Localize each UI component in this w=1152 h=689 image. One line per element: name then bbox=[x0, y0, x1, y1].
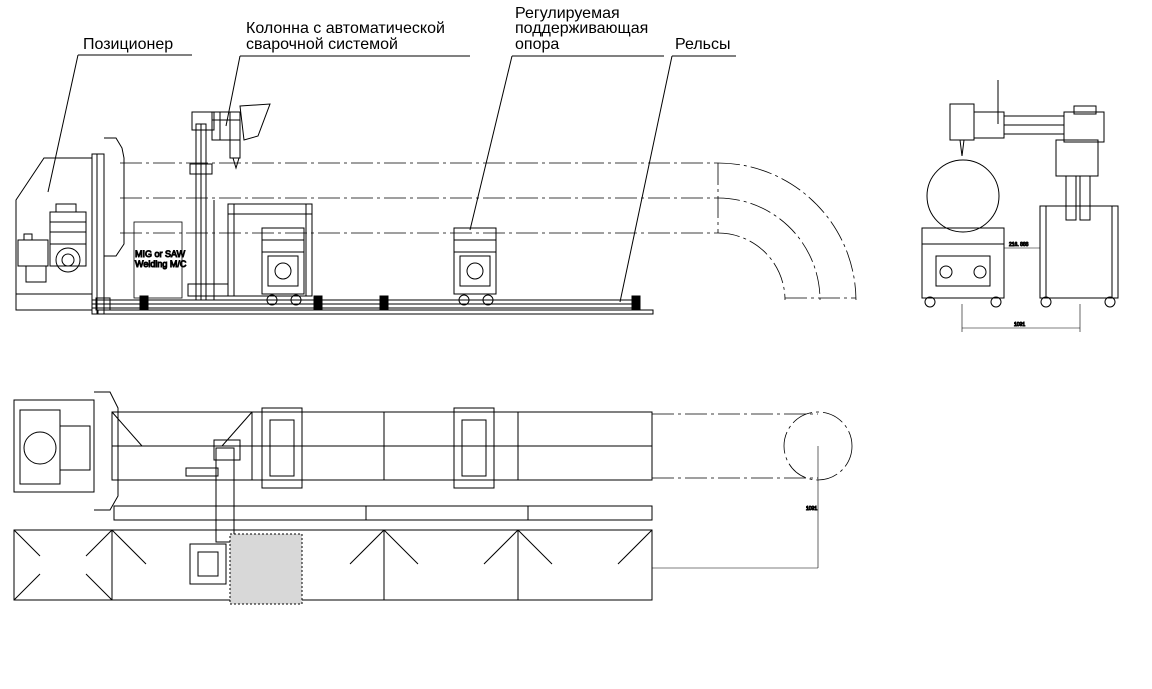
label-support-line1: Регулируемая bbox=[515, 5, 620, 22]
label-column-line1: Колонна с автоматической bbox=[246, 20, 445, 37]
positioner-drawing bbox=[15, 137, 125, 315]
dim-plan-width: 1091 bbox=[806, 506, 817, 512]
support-1-drawing bbox=[261, 227, 305, 306]
leader-lines bbox=[47, 54, 736, 303]
label-column-line2: сварочной системой bbox=[246, 36, 398, 53]
label-rails: Рельсы bbox=[675, 36, 731, 53]
label-support-line3: опора bbox=[515, 36, 560, 53]
side-elevation: MIG or SAW Welding M/C bbox=[15, 103, 857, 315]
machine-label-line1: MIG or SAW bbox=[135, 249, 186, 259]
end-view: 216. 888 1091 bbox=[921, 80, 1119, 332]
dim-end-width: 1091 bbox=[1014, 322, 1025, 328]
rails-drawing bbox=[91, 295, 654, 315]
label-positioner: Позиционер bbox=[83, 36, 174, 53]
dim-end-height: 216. 888 bbox=[1009, 242, 1029, 248]
label-support-line2: поддерживающая bbox=[515, 20, 649, 37]
column-drawing bbox=[187, 103, 271, 301]
machine-label-line2: Welding M/C bbox=[135, 259, 187, 269]
support-2-drawing bbox=[453, 227, 497, 306]
plan-view: 1091 bbox=[13, 391, 853, 605]
